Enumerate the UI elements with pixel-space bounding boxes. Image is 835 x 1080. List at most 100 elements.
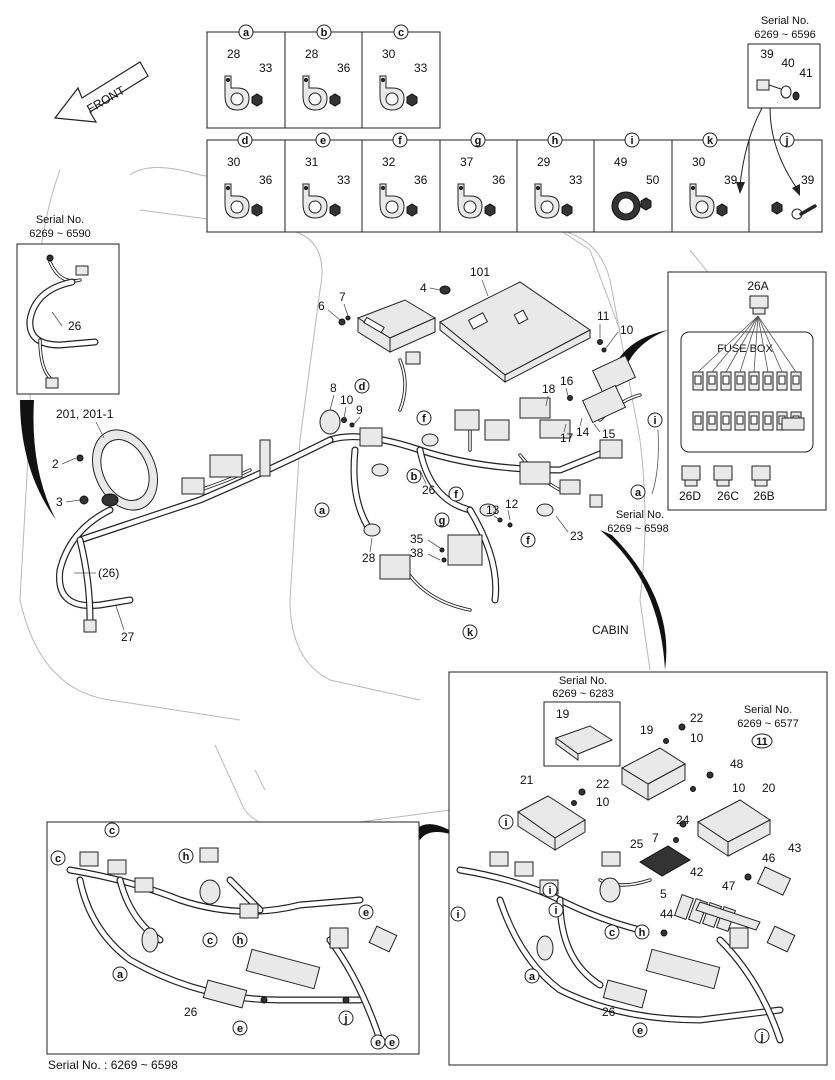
fuse-icon	[720, 411, 732, 431]
br-letter-i-text: i	[548, 885, 551, 897]
label-7: 7	[339, 290, 346, 304]
detail-f-clamp-label: 32	[382, 155, 396, 169]
bl-letter-c: c	[202, 932, 218, 948]
detail-letter-h: h	[547, 132, 563, 148]
main-letter-f-text: f	[454, 489, 458, 501]
clamp-icon	[457, 183, 483, 219]
detail-h-clamp-label: 29	[537, 155, 551, 169]
detail-letter-b-text: b	[321, 27, 328, 39]
label-11: 11	[597, 309, 610, 323]
bl-letter-e-text: e	[363, 907, 369, 919]
label-201: 201, 201-1	[56, 407, 114, 421]
fuse-icon	[748, 371, 760, 391]
detail-d-bolt-label: 36	[259, 173, 273, 187]
fuse-icon	[776, 371, 788, 391]
label-16: 16	[560, 374, 574, 388]
label-17: 17	[560, 431, 574, 445]
main-letter-a-text: a	[319, 505, 326, 517]
br-label-5: 5	[660, 887, 667, 901]
label-26: 26	[422, 483, 436, 497]
br-letter-i-text: i	[554, 905, 557, 917]
detail-letter-f-text: f	[398, 135, 402, 147]
bl-letter-e: e	[384, 1034, 400, 1050]
br-label-10: 10	[596, 795, 610, 809]
detail-letter-j: j	[779, 132, 795, 148]
bolt-icon	[640, 197, 652, 211]
main-letter-a-text: a	[635, 487, 642, 499]
label-28: 28	[362, 551, 376, 565]
detail-b-bolt-label: 36	[337, 61, 351, 75]
detail-i-clamp-label: 49	[614, 155, 628, 169]
detail-letter-i: i	[624, 132, 640, 148]
fuse-icon	[762, 411, 774, 431]
serial-left: Serial No. 6269 ~ 6590 26	[16, 214, 120, 395]
detail-e-bolt-label: 33	[337, 173, 351, 187]
label-3: 3	[56, 495, 63, 509]
bl-letter-e: e	[358, 904, 374, 920]
label-26-paren: (26)	[98, 566, 119, 580]
br-label-19: 19	[640, 723, 654, 737]
clamp-icon	[302, 183, 328, 219]
br-label-10: 10	[690, 731, 704, 745]
detail-g-bolt-label: 36	[492, 173, 506, 187]
bolt-icon	[561, 203, 573, 217]
bolt-icon	[716, 203, 728, 217]
label-18: 18	[542, 382, 556, 396]
detail-cells: a2833b2836c3033d3036e3133f3236g3736h2933…	[224, 24, 817, 221]
detail-letter-g-text: g	[475, 135, 482, 147]
detail-letter-a-text: a	[243, 27, 250, 39]
detail-letter-d: d	[237, 132, 253, 148]
br-letter-i-text: i	[504, 817, 507, 829]
serial-b-label: Serial No.	[744, 704, 792, 716]
part-41-label: 41	[799, 66, 813, 80]
label-27: 27	[121, 630, 135, 644]
main-letter-i: i	[647, 412, 663, 428]
clamp-icon	[224, 75, 250, 111]
fuse-icon	[720, 371, 732, 391]
br-letter-e: e	[632, 1022, 648, 1038]
br-letter-j: j	[754, 1028, 770, 1044]
main-letter-g-text: g	[439, 515, 446, 527]
label-15: 15	[602, 427, 616, 441]
detail-letter-h-text: h	[552, 135, 559, 147]
br-label-7: 7	[652, 831, 659, 845]
main-harness-assembly	[56, 281, 642, 633]
bolt-icon	[329, 203, 341, 217]
br-label-21: 21	[520, 773, 534, 787]
bolt-icon	[406, 203, 418, 217]
label-2: 2	[52, 457, 59, 471]
bl-letter-h-text: h	[183, 851, 190, 863]
main-letter-a: a	[630, 484, 646, 500]
label-6: 6	[318, 299, 325, 313]
bolt-icon	[329, 93, 341, 107]
bl-letter-c-text: c	[109, 825, 115, 837]
serial-mid-label: Serial No.	[616, 509, 664, 521]
detail-k-clamp-label: 30	[692, 155, 706, 169]
fuse-pair-26b	[751, 465, 771, 487]
serial-mid-range: 6269 ~ 6598	[607, 523, 668, 535]
br-label-42: 42	[690, 865, 704, 879]
fuse-icon	[706, 371, 718, 391]
part-40-label: 40	[781, 56, 795, 70]
bolt-icon	[251, 93, 263, 107]
detail-d-clamp-label: 30	[227, 155, 241, 169]
cabin-label: CABIN	[592, 623, 629, 637]
main-letter-f: f	[520, 532, 536, 548]
bolt-icon	[251, 203, 263, 217]
gauge-201-icon	[92, 429, 158, 511]
bl-letter-e: e	[232, 1020, 248, 1036]
main-letter-k: k	[462, 624, 478, 640]
fuse-icon	[706, 411, 718, 431]
fuse-box-title: FUSE BOX	[717, 343, 773, 355]
detail-letter-j-text: j	[784, 135, 788, 147]
left-box-part-26: 26	[68, 319, 82, 333]
fuse-icon	[790, 371, 802, 391]
br-label-26: 26	[602, 1005, 616, 1019]
bottom-left-labels: 26	[184, 1005, 198, 1019]
label-38: 38	[410, 546, 424, 560]
footer-serial: Serial No. : 6269 ~ 6598	[48, 1058, 178, 1072]
